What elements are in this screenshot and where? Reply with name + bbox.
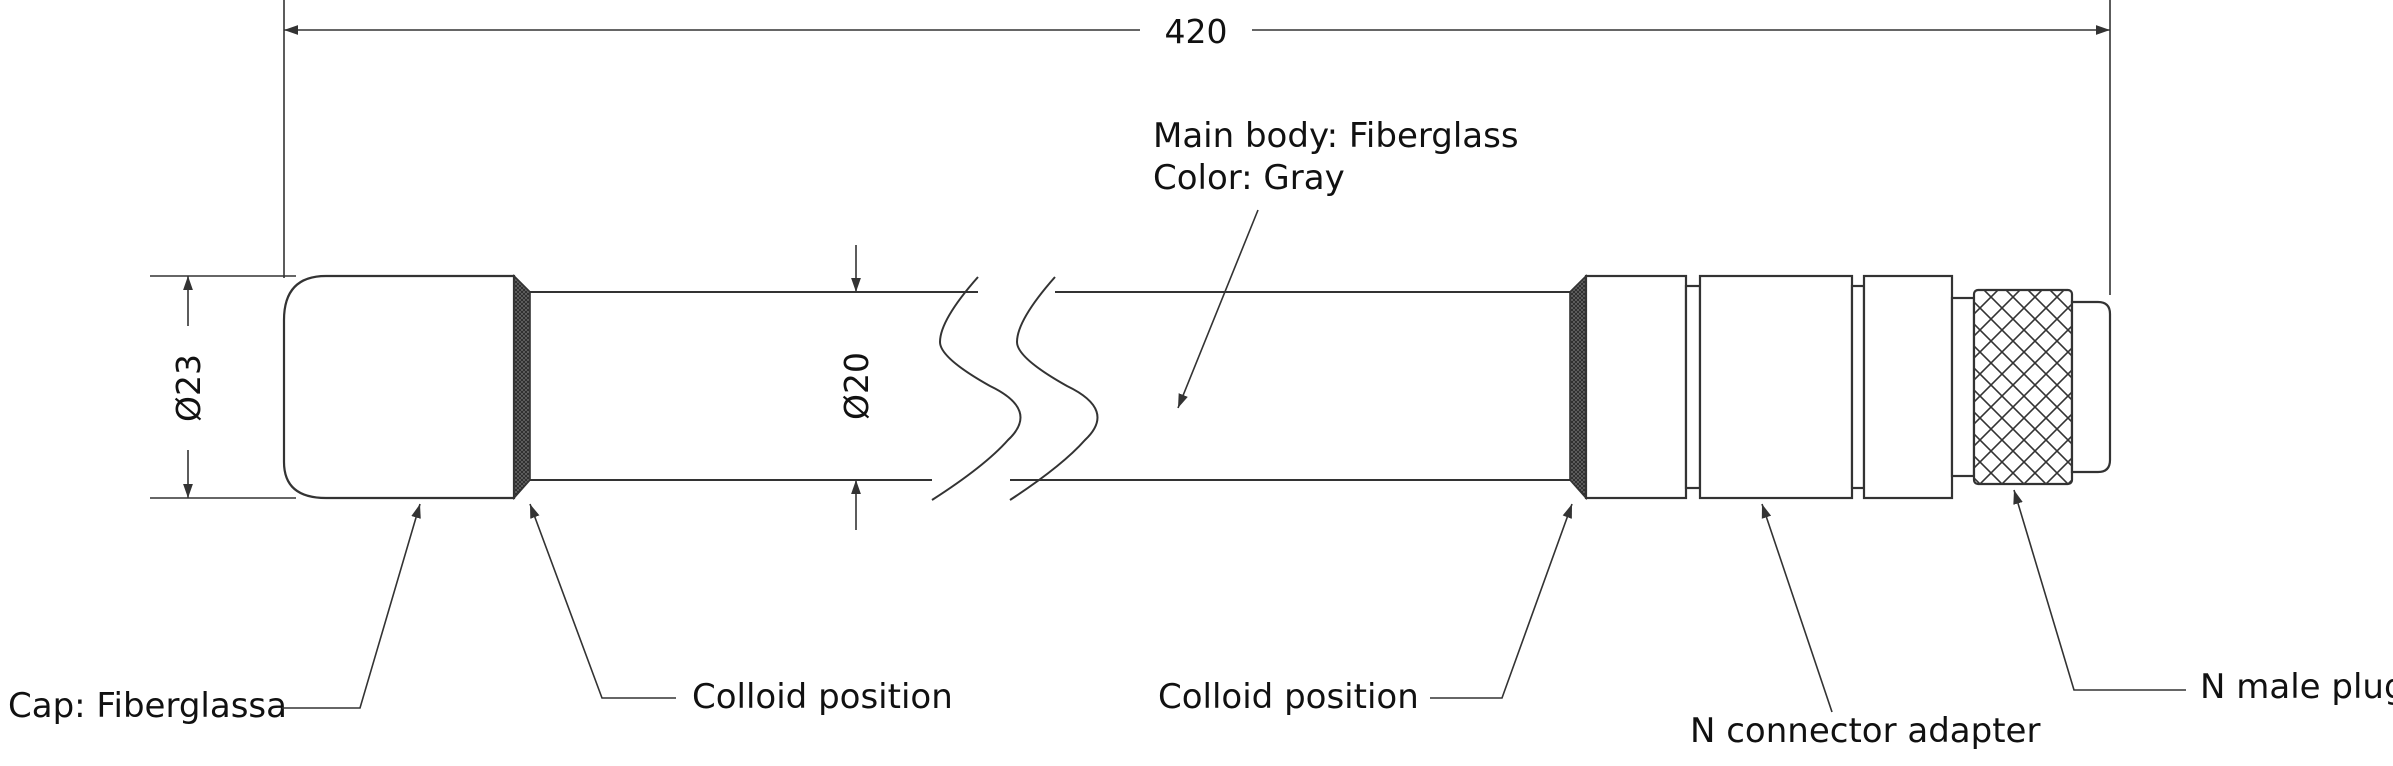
n-connector-adapter-label: N connector adapter bbox=[1690, 711, 2040, 751]
cap-leader bbox=[282, 503, 421, 709]
cap bbox=[282, 274, 516, 500]
colloid-band-left bbox=[513, 274, 531, 501]
plug-collar bbox=[1950, 296, 1976, 478]
main-body-color-label: Color: Gray bbox=[1153, 158, 1345, 198]
connector-groove-2 bbox=[1850, 284, 1866, 490]
n-male-plug-tip bbox=[2070, 300, 2112, 474]
colloid-band-right bbox=[1569, 274, 1587, 501]
n-connector-adapter-leader bbox=[1761, 503, 1833, 713]
main-body-leader bbox=[1177, 209, 1259, 409]
colloid-right-leader bbox=[1430, 503, 1573, 699]
cap-label: Cap: Fiberglassa bbox=[8, 686, 287, 726]
colloid-right-label: Colloid position bbox=[1158, 677, 1419, 717]
colloid-left-label: Colloid position bbox=[692, 677, 953, 717]
break-line-left bbox=[931, 276, 1022, 501]
connector-ring-1 bbox=[1584, 274, 1688, 500]
body-diameter-dimension: Ø20 bbox=[834, 245, 880, 530]
cap-diameter-value: Ø23 bbox=[169, 354, 208, 422]
main-body bbox=[530, 276, 1570, 501]
connector-ring-2 bbox=[1862, 274, 1954, 500]
n-connector-adapter-body bbox=[1698, 274, 1854, 500]
break-line-right bbox=[1009, 276, 1099, 501]
n-male-plug-label: N male plug bbox=[2200, 667, 2393, 707]
length-dimension: 420 bbox=[283, 0, 2111, 295]
length-value: 420 bbox=[1165, 12, 1228, 51]
n-male-plug-knurled-nut bbox=[1972, 288, 2074, 486]
main-body-material-label: Main body: Fiberglass bbox=[1153, 116, 1519, 156]
colloid-left-leader bbox=[529, 503, 676, 699]
cap-diameter-dimension: Ø23 bbox=[150, 275, 296, 499]
body-diameter-value: Ø20 bbox=[837, 352, 876, 420]
n-male-plug-leader bbox=[2013, 489, 2186, 691]
connector-groove-1 bbox=[1684, 284, 1702, 490]
